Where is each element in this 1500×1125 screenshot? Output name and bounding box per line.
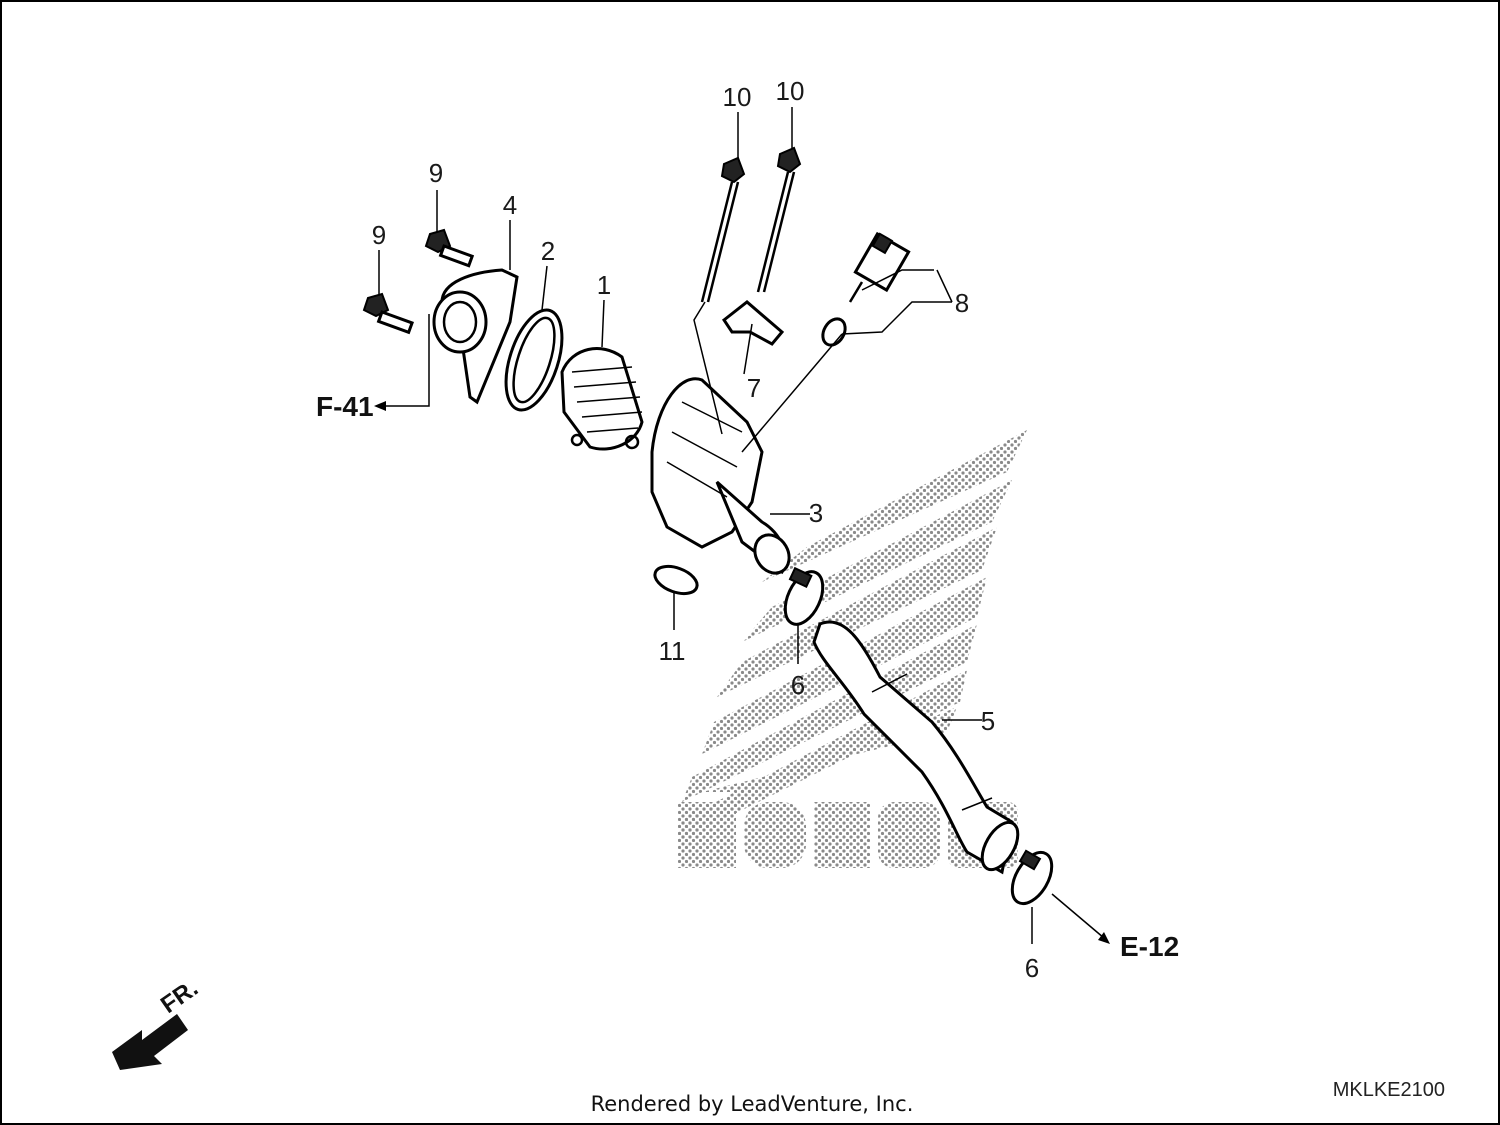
hose-clamp-6-lower xyxy=(1010,849,1054,906)
temperature-sensor-8 xyxy=(848,231,911,303)
hose-clamp-6-upper xyxy=(783,566,825,626)
stay-clip-7 xyxy=(721,300,785,346)
callout-11: 11 xyxy=(659,636,686,666)
long-bolt-10-left xyxy=(700,156,746,303)
callout-2: 2 xyxy=(541,236,555,266)
water-hose-5 xyxy=(812,620,1020,875)
callout-1: 1 xyxy=(597,270,611,300)
o-ring-2 xyxy=(504,308,564,412)
thermostat-housing-3 xyxy=(650,377,791,575)
front-direction-label: FR. xyxy=(156,975,203,1019)
callout-9-upper: 9 xyxy=(429,158,443,188)
leader-lines xyxy=(374,107,1110,944)
reference-e12[interactable]: E-12 xyxy=(1120,931,1179,962)
callout-10-right: 10 xyxy=(776,76,805,106)
long-bolt-10-right xyxy=(756,146,802,293)
diagram-code: MKLKE2100 xyxy=(1333,1079,1445,1101)
callout-8: 8 xyxy=(955,288,969,318)
thermostat-1 xyxy=(560,347,644,451)
callout-9-lower: 9 xyxy=(372,220,386,250)
thermostat-cover-4 xyxy=(432,268,519,405)
callout-6-upper: 6 xyxy=(791,670,805,700)
render-credit: Rendered by LeadVenture, Inc. xyxy=(590,1092,914,1116)
sealing-washer-8 xyxy=(821,317,847,347)
callout-5: 5 xyxy=(981,706,995,736)
callout-6-lower: 6 xyxy=(1025,953,1039,983)
o-ring-11 xyxy=(653,564,699,596)
reference-f41[interactable]: F-41 xyxy=(316,391,374,422)
callout-7: 7 xyxy=(747,373,761,403)
flange-bolt-9-lower xyxy=(362,292,414,335)
callout-10-left: 10 xyxy=(723,82,752,112)
callout-3: 3 xyxy=(809,498,823,528)
front-direction-arrow-icon: FR. xyxy=(112,975,203,1070)
flange-bolt-9-upper xyxy=(424,228,475,268)
callout-4: 4 xyxy=(503,190,517,220)
